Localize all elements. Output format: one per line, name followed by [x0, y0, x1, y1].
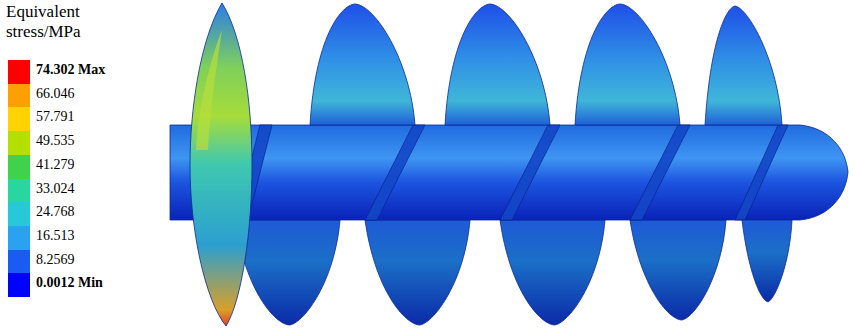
legend-value: 57.791	[36, 109, 75, 125]
legend-swatch	[8, 250, 30, 274]
legend-value: 8.2569	[36, 252, 75, 268]
legend-value: 33.024	[36, 181, 75, 197]
legend-value: 74.302 Max	[36, 62, 105, 78]
legend-swatch	[8, 84, 30, 108]
legend-swatch	[8, 273, 30, 297]
legend-swatch	[8, 60, 30, 84]
legend-value: 16.513	[36, 228, 75, 244]
legend-title: Equivalent stress/MPa	[6, 2, 126, 42]
legend-value: 66.046	[36, 86, 75, 102]
legend-swatch	[8, 131, 30, 155]
legend-value: 49.535	[36, 133, 75, 149]
legend-swatch	[8, 226, 30, 250]
legend-swatch	[8, 202, 30, 226]
legend-value: 41.279	[36, 157, 75, 173]
legend-value: 24.768	[36, 204, 75, 220]
legend-value: 0.0012 Min	[36, 275, 103, 291]
legend-swatch	[8, 155, 30, 179]
legend-swatch	[8, 107, 30, 131]
legend-swatch	[8, 179, 30, 203]
